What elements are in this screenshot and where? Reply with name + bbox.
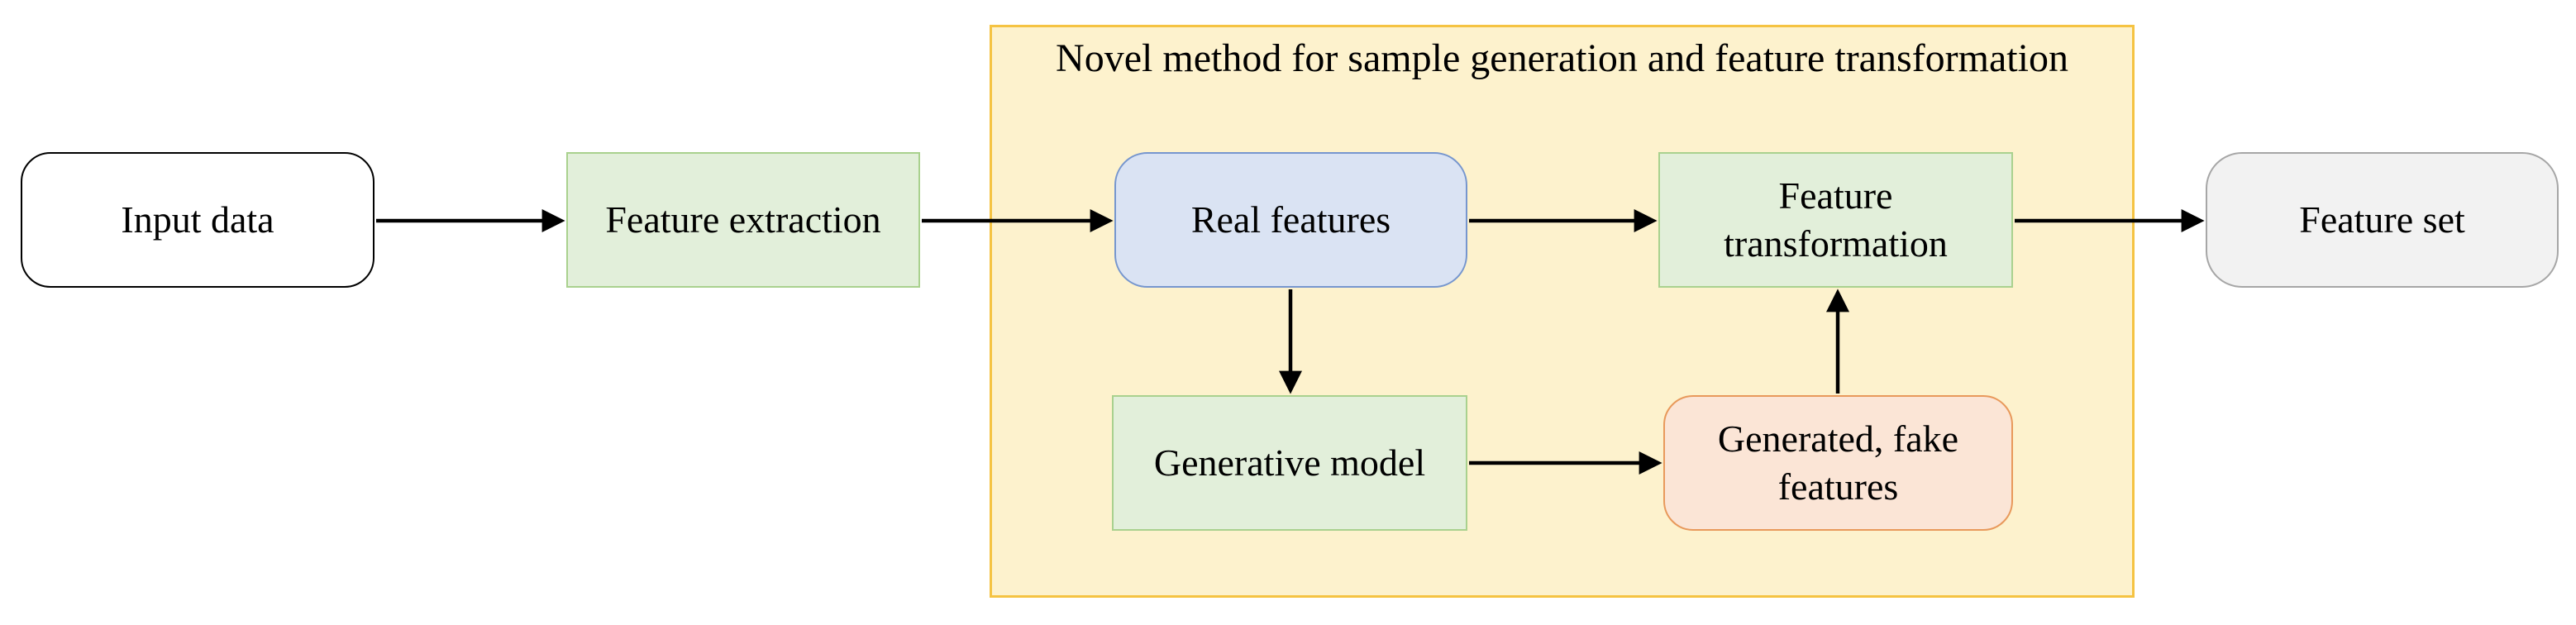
- node-label: Feature set: [2299, 198, 2465, 241]
- node-label: Feature transformation: [1724, 174, 1948, 265]
- node-feature-extraction: Feature extraction: [566, 152, 920, 288]
- node-feature-set: Feature set: [2206, 152, 2559, 288]
- node-generative-model: Generative model: [1112, 395, 1467, 531]
- group-title: Novel method for sample generation and f…: [1056, 36, 2068, 80]
- node-generated-fake-features: Generated, fake features: [1663, 395, 2013, 531]
- node-input-data: Input data: [21, 152, 374, 288]
- node-real-features: Real features: [1114, 152, 1467, 288]
- node-label: Input data: [121, 198, 274, 241]
- node-feature-transformation: Feature transformation: [1658, 152, 2013, 288]
- node-label: Real features: [1190, 198, 1391, 241]
- node-label: Feature extraction: [605, 198, 881, 241]
- node-label: Generated, fake features: [1717, 417, 1959, 508]
- node-label: Generative model: [1153, 441, 1426, 484]
